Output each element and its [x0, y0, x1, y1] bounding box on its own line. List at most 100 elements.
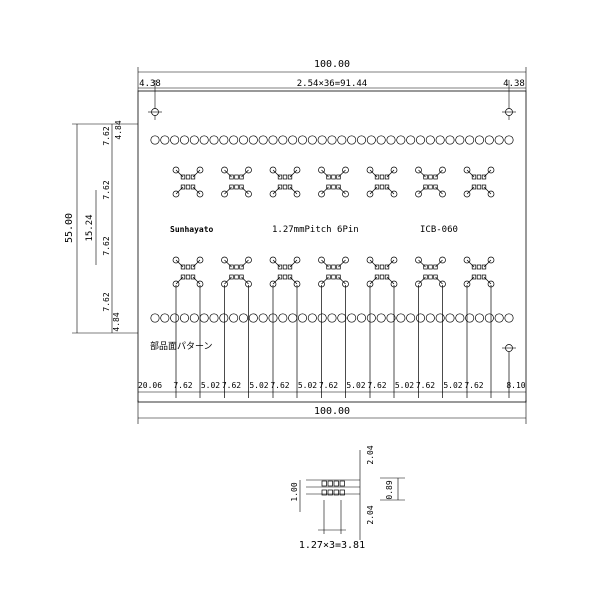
right-edge-label: 4.38 — [503, 79, 525, 89]
edge-pad — [347, 135, 357, 145]
left-stack-3: 7.62 — [102, 236, 111, 255]
edge-pad — [170, 313, 180, 323]
ic-footprint — [172, 166, 204, 198]
edge-pad — [425, 313, 435, 323]
bottom-dim-label: 7.62 — [464, 381, 483, 390]
edge-pad — [209, 313, 219, 323]
edge-pad — [160, 135, 170, 145]
edge-pad — [376, 313, 386, 323]
edge-pad — [484, 313, 494, 323]
edge-pad — [406, 313, 416, 323]
edge-pad — [396, 135, 406, 145]
ic-footprint — [415, 256, 446, 288]
edge-pad — [219, 135, 229, 145]
edge-pad — [268, 135, 278, 145]
edge-pad — [297, 135, 308, 145]
bottom-width-label: 100.00 — [314, 406, 350, 417]
edge-pad — [347, 313, 357, 323]
pattern-label: 部品面パターン — [150, 340, 213, 352]
bottom-dim-label: 7.62 — [173, 381, 192, 390]
bottom-dim-label: 5.02 — [201, 381, 220, 390]
edge-pad — [258, 135, 268, 145]
edge-pad — [396, 313, 406, 323]
edge-pad — [494, 313, 504, 323]
edge-pad — [317, 135, 327, 145]
ic-footprint — [221, 166, 252, 198]
edge-pad — [445, 135, 455, 145]
edge-pad — [376, 135, 386, 145]
edge-pad — [356, 313, 367, 323]
ic-footprint — [221, 256, 252, 288]
mounting-hole-bottom-right — [502, 344, 516, 352]
bottom-dim-label: 8.10 — [506, 381, 525, 390]
bottom-dim-label: 5.02 — [346, 381, 365, 390]
edge-pad — [229, 313, 239, 323]
edge-pad — [238, 313, 249, 323]
ic-footprint — [415, 166, 446, 198]
edge-pad — [229, 135, 239, 145]
edge-pad — [386, 313, 396, 323]
edge-pad — [288, 135, 298, 145]
pitch-span-label: 2.54×36=91.44 — [297, 79, 367, 89]
edge-pad — [317, 313, 327, 323]
edge-pad — [406, 135, 416, 145]
edge-pad — [170, 135, 180, 145]
ic-footprint — [269, 256, 301, 288]
edge-pad — [337, 135, 347, 145]
code-label: ICB-060 — [420, 225, 458, 235]
bottom-dim-label: 7.62 — [270, 381, 289, 390]
edge-pad — [327, 135, 337, 145]
edge-pad — [160, 313, 170, 323]
left-stack-2: 7.62 — [102, 180, 111, 199]
bottom-dim-label: 5.02 — [298, 381, 317, 390]
bottom-dim-label: 7.62 — [416, 381, 435, 390]
footprints-bottom — [172, 256, 495, 288]
ic-footprint — [463, 166, 495, 198]
height-inner-label: 15.24 — [85, 214, 95, 241]
detail-bottom-offset: 2.04 — [366, 505, 375, 524]
footprints-top — [172, 166, 495, 198]
ic-footprint — [318, 256, 349, 288]
bottom-dim-label: 7.62 — [367, 381, 386, 390]
edge-pad — [386, 135, 396, 145]
ic-footprint — [269, 166, 301, 198]
edge-pad — [179, 313, 190, 323]
left-stack-1: 7.62 — [102, 126, 111, 145]
edge-pad — [327, 313, 337, 323]
edge-pad — [189, 135, 199, 145]
edge-pad — [307, 313, 317, 323]
height-total-label: 55.00 — [64, 213, 75, 243]
left-stack-4: 7.62 — [102, 292, 111, 311]
left-stack-5: 4.84 — [112, 312, 121, 331]
edge-pad — [425, 135, 435, 145]
edge-pad — [455, 313, 465, 323]
board-outline — [137, 90, 527, 403]
edge-pad — [484, 135, 494, 145]
edge-pad — [297, 313, 308, 323]
edge-pad — [278, 313, 288, 323]
edge-pad — [150, 313, 160, 323]
bottom-dim-label: 7.62 — [319, 381, 338, 390]
mounting-hole-top-right — [502, 108, 516, 116]
edge-pad — [248, 135, 258, 145]
ic-footprint — [318, 166, 349, 198]
bottom-dim-label: 5.02 — [443, 381, 462, 390]
ic-footprint — [366, 166, 398, 198]
edge-pad — [465, 313, 475, 323]
edge-pad — [474, 135, 485, 145]
edge-pad — [199, 313, 209, 323]
edge-pad — [219, 313, 229, 323]
edge-pad — [209, 135, 219, 145]
bottom-dim-label: 20.06 — [138, 381, 162, 390]
edge-pad — [445, 313, 455, 323]
edge-pad — [455, 135, 465, 145]
top-width-label: 100.00 — [314, 59, 350, 70]
edge-pad — [248, 313, 258, 323]
edge-pad — [435, 135, 445, 145]
edge-pad — [415, 313, 426, 323]
edge-pad — [238, 135, 249, 145]
edge-pad — [356, 135, 367, 145]
detail-pad-height: 1.00 — [290, 482, 299, 501]
edge-pad — [258, 313, 268, 323]
